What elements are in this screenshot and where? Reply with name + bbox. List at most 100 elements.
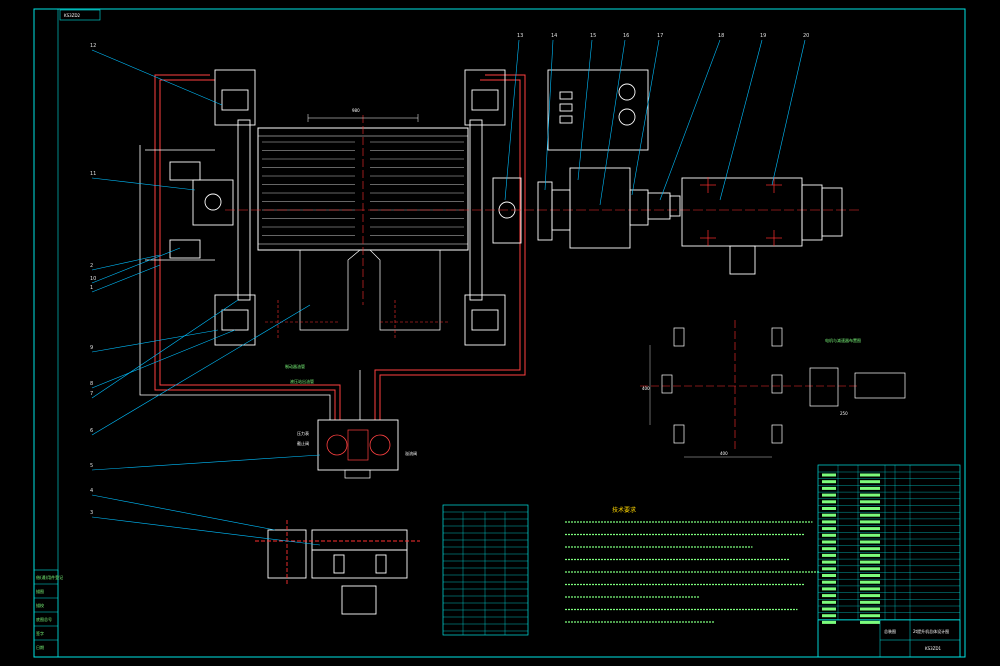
balloon-leader: [91, 494, 276, 531]
reg-label-3: 底图总号: [36, 616, 52, 622]
drive-train: [537, 69, 843, 275]
balloon-leader: [91, 304, 311, 436]
bom-cell-text: [822, 540, 836, 544]
balloon-leader: [91, 247, 181, 284]
hydraulic-station: 压力表 截止阀 溢流阀: [297, 419, 417, 479]
balloon-leader: [91, 49, 223, 106]
layout-dim-a: 400: [720, 451, 728, 456]
bom-cell-text: [822, 547, 836, 551]
reg-label-4: 签字: [36, 630, 44, 636]
title-block-desc: 2t提升机总体设计图: [913, 628, 949, 634]
outer-border: [33, 8, 966, 658]
balloon-number: 15: [590, 33, 596, 39]
tech-req-title: 技术要求: [612, 506, 636, 514]
balloon-leader: [504, 39, 520, 201]
bom-cell-text: [822, 527, 836, 531]
bom-cell-text: [860, 513, 880, 517]
pipe-label-outlet: 液压站出油管: [290, 378, 314, 384]
bom-cell-text: [860, 574, 880, 577]
drawing-code: KS3ZD2: [64, 13, 81, 18]
bom-cell-text: [860, 507, 880, 510]
bom-cell-text: [822, 473, 836, 477]
balloon-leader: [91, 299, 239, 399]
bom-cell-text: [860, 480, 880, 484]
bom-cell-text: [860, 567, 880, 571]
pump-unit: [255, 520, 420, 615]
right-bearing-frame: [464, 69, 522, 346]
bom-cell-text: [860, 520, 880, 524]
reg-label-5: 日期: [36, 644, 44, 650]
bom-cell-text: [860, 473, 880, 477]
bom-cell-text: [822, 574, 836, 577]
bom-cell-text: [822, 553, 836, 557]
balloon-number: 3: [90, 510, 93, 516]
title-block-code: KS3ZD1: [925, 646, 942, 651]
bom-cell-text: [860, 607, 880, 611]
layout-view-title: 电机与减速器布置图: [825, 337, 861, 343]
bom-cell-text: [822, 486, 836, 490]
drawing-code-box: [59, 9, 101, 21]
balloon-leader: [719, 39, 763, 201]
bom-cell-text: [822, 567, 836, 571]
balloon-number: 10: [90, 276, 96, 282]
bom-cell-text: [860, 620, 880, 624]
hydraulic-piping: [154, 74, 526, 420]
bom-cell-text: [822, 500, 836, 504]
bom-cell-text: [860, 540, 880, 544]
bom-cell-text: [822, 594, 836, 598]
balloon-leader: [91, 177, 196, 191]
balloon-leader: [91, 329, 219, 353]
balloon-number: 12: [90, 43, 96, 49]
technical-requirements: 技术要求: [565, 506, 820, 623]
control-cabinet: [547, 69, 649, 151]
balloon-number: 4: [90, 488, 93, 494]
bom-cell-text: [822, 533, 836, 537]
bom-cell-text: [822, 560, 836, 564]
balloon-leader: [659, 39, 721, 201]
bom-cell-text: [822, 580, 836, 584]
bom-cell-text: [822, 620, 836, 624]
inner-border: [57, 8, 966, 658]
motor-body: [681, 177, 803, 247]
balloon-number: 7: [90, 391, 93, 397]
valve-label-1: 截止阀: [297, 440, 309, 446]
balloon-number: 8: [90, 381, 93, 387]
balloon-number: 19: [760, 33, 766, 39]
balloon-leader: [91, 454, 321, 471]
balloon-number: 9: [90, 345, 93, 351]
bom-cell-text: [860, 594, 880, 598]
bom-cell-text: [822, 520, 836, 524]
valve-label-2: 溢流阀: [405, 450, 417, 456]
winch-drum: 980: [257, 108, 469, 340]
reg-label-2: 描校: [36, 602, 44, 608]
layout-dim-b: 400: [642, 386, 650, 391]
balloon-number: 16: [623, 33, 629, 39]
bom-cell-text: [860, 553, 880, 557]
balloon-number: 14: [551, 33, 557, 39]
balloon-number: 2: [90, 263, 93, 269]
balloon-leader: [577, 39, 593, 181]
bom-cell-text: [860, 614, 880, 618]
left-bearing-frame: [169, 69, 256, 346]
bom-cell-text: [822, 607, 836, 611]
left-registration-panel: 借(通)用件登记 描图 描校 底图总号 签字 日期: [33, 569, 63, 658]
bom-cell-text: [822, 600, 836, 604]
balloon-leader: [544, 39, 554, 191]
balloon-number: 11: [90, 171, 96, 177]
reg-label-0: 借(通)用件登记: [36, 574, 63, 580]
balloon-number: 6: [90, 428, 93, 434]
bom-cell-text: [822, 513, 836, 517]
bom-cell-text: [822, 480, 836, 484]
bom-cell-text: [822, 507, 836, 510]
bom-cell-text: [860, 560, 880, 564]
balloon-leader: [631, 39, 660, 196]
balloon-leader: [771, 39, 806, 186]
balloon-number: 20: [803, 33, 809, 39]
bom-cell-text: [860, 547, 880, 551]
pipe-label-brake: 制动器油管: [285, 363, 305, 369]
drum-dimension: 980: [352, 108, 360, 113]
bom-cell-text: [860, 580, 880, 584]
balloon-leader: [91, 254, 161, 271]
